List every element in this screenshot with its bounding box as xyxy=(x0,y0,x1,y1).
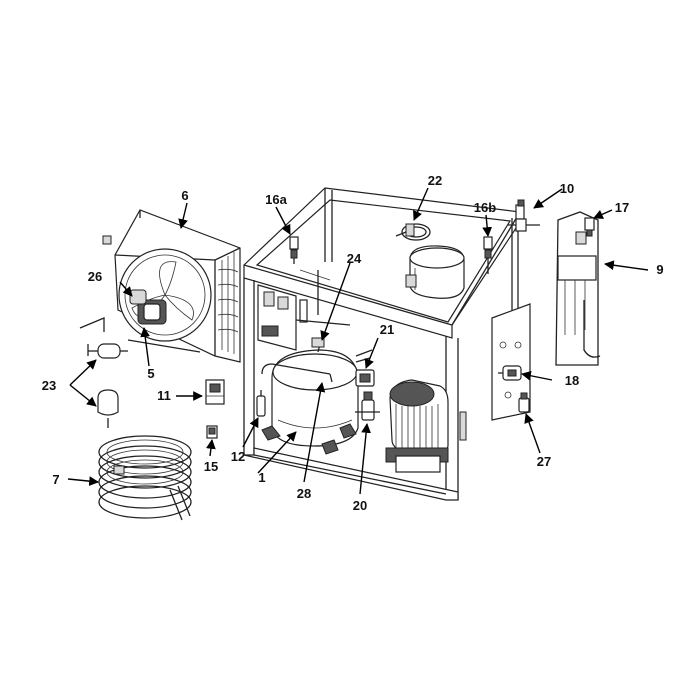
label-18: 18 xyxy=(565,373,579,388)
label-6: 6 xyxy=(181,188,188,203)
label-10: 10 xyxy=(560,181,574,196)
label-7: 7 xyxy=(52,472,59,487)
float-switch-17 xyxy=(584,217,595,237)
relay-11 xyxy=(205,379,225,405)
reservoir-9 xyxy=(555,211,601,366)
leader-lines xyxy=(67,187,649,495)
label-16a: 16a xyxy=(265,192,287,207)
switch-15 xyxy=(206,425,218,439)
label-26: 26 xyxy=(88,269,102,284)
label-27: 27 xyxy=(537,454,551,469)
compressor xyxy=(261,337,373,455)
label-5: 5 xyxy=(147,366,154,381)
fitting-10 xyxy=(508,199,540,232)
electrical-panel xyxy=(257,269,351,351)
part-12 xyxy=(256,390,266,417)
fan-motor xyxy=(129,289,167,325)
label-20: 20 xyxy=(353,498,367,513)
valve-20 xyxy=(355,391,380,421)
callout-labels: 6 16a 22 10 17 16b 9 24 21 26 5 23 11 12… xyxy=(42,173,664,513)
label-21: 21 xyxy=(380,322,394,337)
label-9: 9 xyxy=(656,262,663,277)
label-28: 28 xyxy=(297,486,311,501)
label-24: 24 xyxy=(347,251,362,266)
label-16b: 16b xyxy=(474,200,496,215)
sensor-16a xyxy=(289,236,299,264)
sensor-16b xyxy=(483,236,493,274)
expansion-valve-22 xyxy=(395,223,431,241)
drier xyxy=(79,317,128,359)
coil xyxy=(98,435,192,521)
tank xyxy=(405,245,465,299)
label-1: 1 xyxy=(258,470,265,485)
valve-21 xyxy=(355,369,375,387)
valve-27 xyxy=(518,392,530,413)
label-12: 12 xyxy=(231,449,245,464)
label-15: 15 xyxy=(204,459,218,474)
pump-motor xyxy=(385,379,467,473)
label-22: 22 xyxy=(428,173,442,188)
label-17: 17 xyxy=(615,200,629,215)
accumulator xyxy=(97,389,119,428)
label-23: 23 xyxy=(42,378,56,393)
valve-18 xyxy=(498,365,522,381)
label-11: 11 xyxy=(157,388,171,403)
